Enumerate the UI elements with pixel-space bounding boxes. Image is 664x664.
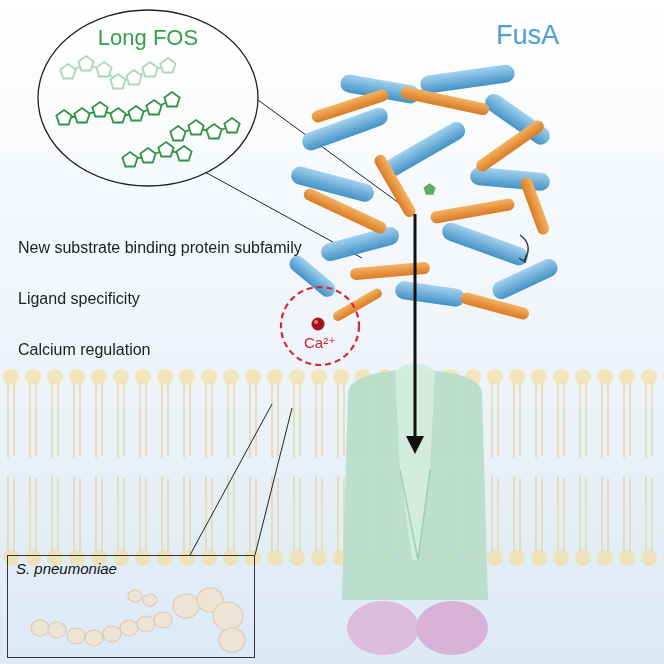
feature-note: Ligand specificity	[18, 290, 140, 308]
protein-name: FusA	[496, 20, 559, 51]
bacterium-box: S. pneumoniae	[7, 555, 255, 658]
calcium-site: Ca²⁺	[280, 286, 360, 366]
feature-note: New substrate binding protein subfamily	[18, 239, 302, 257]
fos-ellipse: Long FOS	[37, 9, 259, 187]
feature-note: Calcium regulation	[18, 341, 151, 359]
circle-outline	[280, 286, 360, 366]
node-text: S. pneumoniae	[16, 560, 117, 577]
node-text: Long FOS	[98, 25, 198, 51]
node-text: Ca²⁺	[304, 334, 336, 352]
